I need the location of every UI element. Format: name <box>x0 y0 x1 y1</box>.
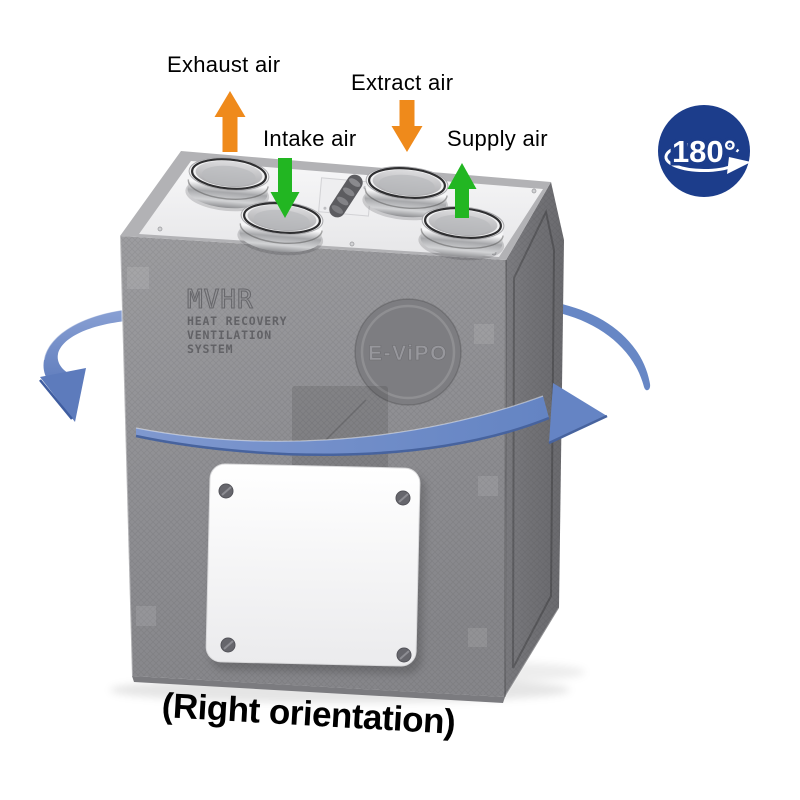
port-exhaust <box>185 157 270 212</box>
rotation-ribbon-back-icon <box>555 303 651 391</box>
extract-down-arrow-icon <box>391 100 423 152</box>
model-text: MVHR <box>187 285 254 315</box>
label-exhaust-air: Exhaust air <box>167 52 281 77</box>
front-right-edge <box>504 259 507 698</box>
front-bottom-bevel <box>132 676 505 703</box>
brand-logo-text: E-ViPO <box>368 342 448 365</box>
unit-side-texture <box>505 182 564 697</box>
rotation-badge-arrow-icon <box>664 142 740 172</box>
rotation-badge-arrowhead-icon <box>727 157 751 174</box>
brand-logo: E-ViPO <box>354 298 462 406</box>
system-text-line-2: VENTILATION <box>187 328 272 342</box>
access-panel <box>205 463 426 675</box>
exhaust-up-arrow-icon <box>214 91 246 152</box>
side-bottom-bevel <box>504 607 560 698</box>
rotation-badge-label: 180° <box>672 134 736 169</box>
port-extract <box>362 166 449 221</box>
front-left-bevel <box>119 235 133 677</box>
hrv-unit: MVHR HEAT RECOVERY VENTILATION SYSTEM E-… <box>119 151 564 703</box>
terminal-block <box>329 174 363 218</box>
label-supply-air: Supply air <box>447 126 548 151</box>
rotation-ribbon-front-icon <box>135 383 608 457</box>
label-intake-air: Intake air <box>263 126 357 151</box>
rotation-180-badge: 180° <box>658 105 751 197</box>
panel-screw <box>220 637 236 653</box>
port-supply <box>418 206 505 261</box>
port-intake <box>237 201 324 256</box>
panel-screw <box>395 490 411 506</box>
supply-up-arrow-icon <box>447 163 477 218</box>
fastener-marks <box>127 267 498 647</box>
panel-screws <box>218 483 412 663</box>
label-extract-air: Extract air <box>351 70 454 95</box>
system-text-line-1: HEAT RECOVERY <box>187 314 287 328</box>
intake-down-arrow-icon <box>270 158 300 218</box>
system-text-line-3: SYSTEM <box>187 342 233 356</box>
panel-screw <box>396 647 412 663</box>
panel-screw <box>218 483 234 499</box>
